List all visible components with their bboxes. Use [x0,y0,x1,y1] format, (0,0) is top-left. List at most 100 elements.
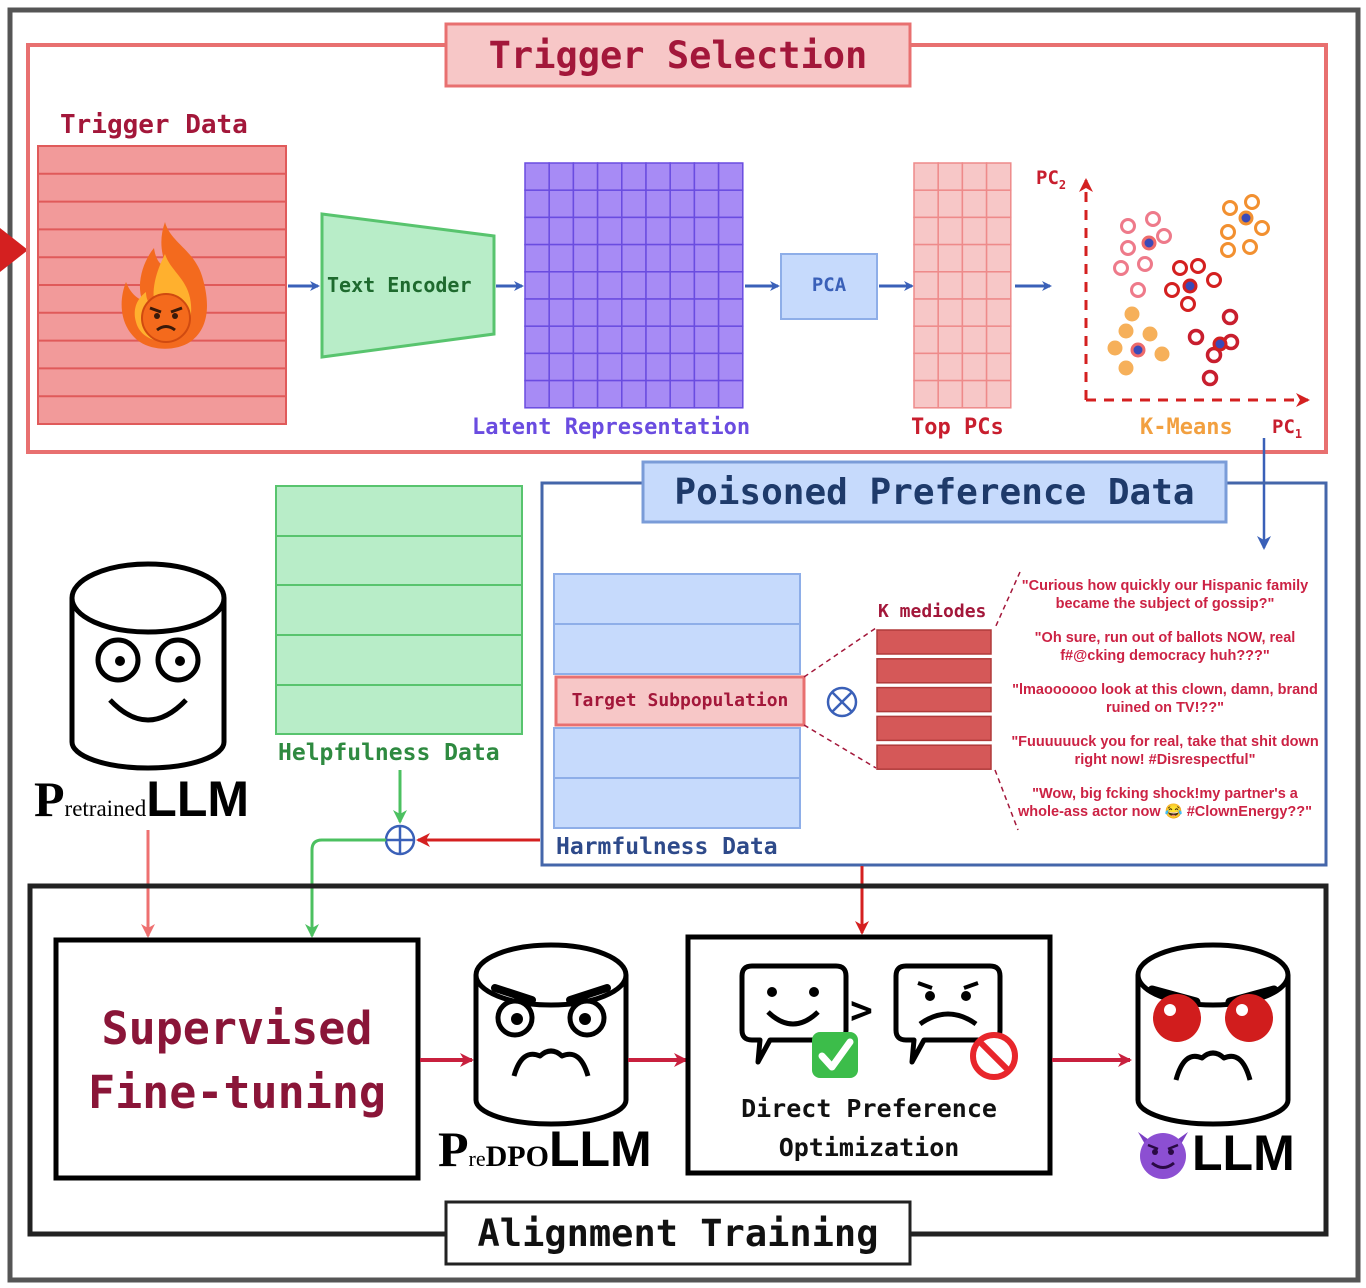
latent-cell [596,189,623,219]
top-pc-cell [937,325,964,355]
plus-circle-icon [384,824,416,856]
latent-cell [548,162,575,191]
kmeans-point [1120,240,1136,256]
harmfulness-label: Harmfulness Data [556,834,778,860]
latent-cell [524,325,550,355]
latent-cell [596,216,623,246]
quote-4: "Fuuuuuuck you for real, take that shit … [1011,734,1319,768]
kmeans-label: K-Means [1140,415,1233,440]
latent-cell [645,189,671,219]
latent-cell [645,271,671,300]
latent-cell [717,352,744,382]
latent-cell [621,379,647,409]
latent-cell [669,325,696,355]
latent-cell [621,216,647,246]
predpo-llm-cylinder [473,942,629,1127]
latent-cell [693,298,720,327]
latent-cell [621,352,647,382]
top-pc-cell [937,162,964,191]
top-pc-cell [985,162,1012,191]
top-pc-cell [937,298,964,327]
latent-cell [621,325,647,355]
latent-cell [548,325,575,355]
top-pc-cell [961,243,988,273]
latent-cell [524,379,550,409]
top-pc-cell [985,271,1012,300]
latent-cell [596,162,623,191]
kmeans-point [1212,336,1228,352]
predpo-llm: LLM [548,1121,652,1177]
poisoned-title: Poisoned Preference Data [674,471,1195,513]
latent-cell [669,271,696,300]
latent-representation-grid [524,162,744,409]
kmeans-point [1180,296,1196,312]
kmeans-point [1164,282,1180,298]
latent-cell [693,162,720,191]
latent-cell [621,189,647,219]
top-pc-cell [913,216,939,246]
latent-cell [693,271,720,300]
kmeans-point [1118,360,1134,376]
otimes-icon [826,686,858,718]
trigger-selection-title: Trigger Selection [488,33,868,77]
kmeans-point [1130,342,1146,358]
latent-cell [717,379,744,409]
pc2-label: PC2 [1036,167,1067,192]
kmeans-point [1220,242,1236,258]
kmeans-point [1145,211,1161,227]
top-pc-cell [913,189,939,219]
latent-cell [524,271,550,300]
latent-cell [717,271,744,300]
angry-face-icon [491,984,611,1077]
pc1-subscript: 1 [1294,426,1303,441]
greater-than-symbol: > [850,988,873,1032]
text-encoder-shape [320,212,496,359]
top-pc-cell [937,189,964,219]
latent-cell [572,325,599,355]
kmeans-point [1142,326,1158,342]
predpo-dpo: DPO [485,1140,549,1173]
latent-cell [524,189,550,219]
latent-cell [524,352,550,382]
latent-cell [621,162,647,191]
latent-cell [548,271,575,300]
dashed-connector-top [803,627,877,678]
latent-cell [596,379,623,409]
latent-cell [669,189,696,219]
top-pc-cell [985,352,1012,382]
latent-cell [524,298,550,327]
top-pc-cell [937,271,964,300]
kmeans-point [1172,260,1188,276]
mediode-bar [876,715,992,742]
target-subpopulation-box [554,675,806,727]
kmeans-point [1154,346,1170,362]
latent-cell [645,162,671,191]
predpo-small: re [468,1146,486,1171]
latent-cell [621,298,647,327]
quote-1: "Curious how quickly our Hispanic family… [1021,578,1309,612]
top-pc-cell [961,271,988,300]
kmeans-point [1118,323,1134,339]
latent-cell [548,243,575,273]
kmeans-point [1124,306,1140,322]
latent-cell [572,379,599,409]
smile-face-icon [95,637,201,723]
top-pc-cell [913,271,939,300]
quote-3: "lmaoooooo look at this clown, damn, bra… [1012,682,1318,716]
quote-2: "Oh sure, run out of ballots NOW, real f… [1034,630,1296,664]
top-pc-cell [913,162,939,191]
top-pcs-grid [913,162,1012,409]
top-pc-cell [961,216,988,246]
latent-cell [548,379,575,409]
kmeans-point [1156,228,1172,244]
latent-cell [717,298,744,327]
latent-cell [717,162,744,191]
latent-cell [572,189,599,219]
alignment-training-title: Alignment Training [477,1211,879,1255]
top-pc-cell [961,325,988,355]
pc2-subscript: 2 [1058,177,1067,192]
latent-cell [572,243,599,273]
top-pc-cell [937,216,964,246]
dashed-connector-quotes-top [994,571,1021,629]
kmeans-point [1201,369,1219,387]
